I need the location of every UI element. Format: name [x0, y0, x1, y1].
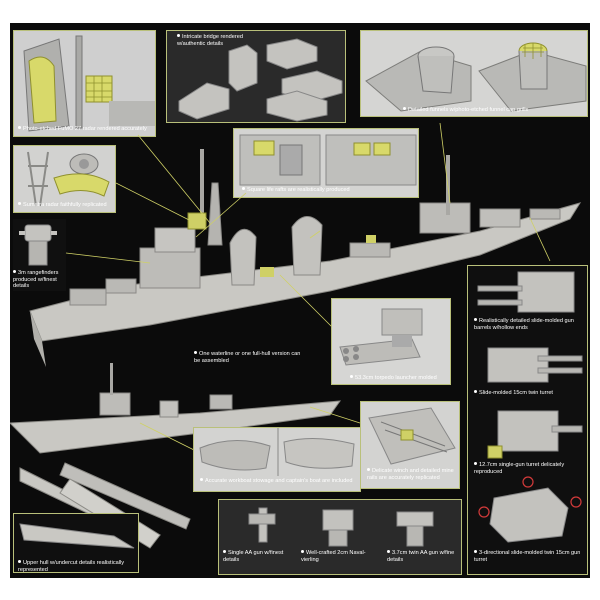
workboat-illustration [194, 428, 360, 491]
caption-waterline: One waterline or one full-hull version c… [194, 351, 301, 364]
panel-torpedo: 53.3cm torpedo launcher molded [331, 298, 451, 385]
life-rafts-illustration [234, 129, 418, 197]
panel-winch: Delicate winch and detailed mine rails a… [360, 401, 460, 489]
bridge-parts-illustration [178, 38, 343, 122]
caption-sumatra: Sumatra radar faithfully replicated [23, 202, 107, 208]
caption-funnels: Detailed funnels w/photo-etched funnel c… [408, 107, 529, 113]
panel-sumatra-radar: Sumatra radar faithfully replicated [13, 145, 116, 213]
turrets-illustration [477, 271, 583, 543]
product-feature-sheet: Photo-etched FuMO 27 radar rendered accu… [10, 23, 590, 578]
aa-guns-illustration [248, 507, 434, 547]
upper-hull-illustration [19, 523, 135, 549]
caption-fumo-radar: Photo-etched FuMO 27 radar rendered accu… [23, 126, 147, 132]
panel-bridge: Intricate bridge rendered w/authentic de… [166, 30, 346, 123]
panel-funnels: Detailed funnels w/photo-etched funnel c… [360, 30, 588, 117]
caption-upper-hull: Upper hull w/undercut details realistica… [18, 560, 125, 573]
fumo-radar-illustration [14, 31, 155, 136]
panel-turrets: Realistically detailed slide-molded gun … [467, 265, 588, 575]
torpedo-launcher-illustration [332, 299, 450, 384]
caption-single-aa: Single AA gun w/finest details [223, 550, 284, 563]
main-ship-illustration [10, 122, 582, 549]
panel-fumo-radar: Photo-etched FuMO 27 radar rendered accu… [13, 30, 156, 137]
caption-winch: Delicate winch and detailed mine rails a… [367, 468, 454, 481]
caption-single-turret: 12.7cm single-gun turret delicately repr… [474, 462, 565, 475]
caption-twin-aa: 3.7cm twin AA gun w/fine details [387, 550, 455, 563]
rangefinder-illustration [19, 224, 57, 266]
caption-life-rafts: Square life rafts are realistically prod… [247, 187, 350, 193]
panel-life-rafts: Square life rafts are realistically prod… [233, 128, 419, 198]
caption-workboat: Accurate workboat stowage and captain's … [205, 478, 353, 484]
caption-twin-turret: Slide-molded 15cm twin turret [479, 390, 553, 396]
caption-bridge: Intricate bridge rendered w/authentic de… [177, 34, 243, 47]
panel-rangefinders: 3m rangefinders produced w/finest detail… [13, 219, 66, 291]
panel-aa-guns: Single AA gun w/finest details Well-craf… [218, 499, 462, 575]
funnels-illustration [361, 31, 587, 116]
caption-torpedo: 53.3cm torpedo launcher molded [355, 375, 437, 381]
caption-three-dir: 3-directional slide-molded twin 15cm gun… [474, 550, 581, 563]
panel-upper-hull: Upper hull w/undercut details realistica… [13, 513, 139, 573]
winch-illustration [361, 402, 459, 488]
panel-workboat: Accurate workboat stowage and captain's … [193, 427, 361, 492]
caption-rangefinders: 3m rangefinders produced w/finest detail… [13, 270, 59, 290]
caption-barrels: Realistically detailed slide-molded gun … [474, 318, 574, 331]
caption-vierling: Well-crafted 2cm Naval-vierling [301, 550, 366, 563]
sumatra-radar-illustration [14, 146, 115, 212]
